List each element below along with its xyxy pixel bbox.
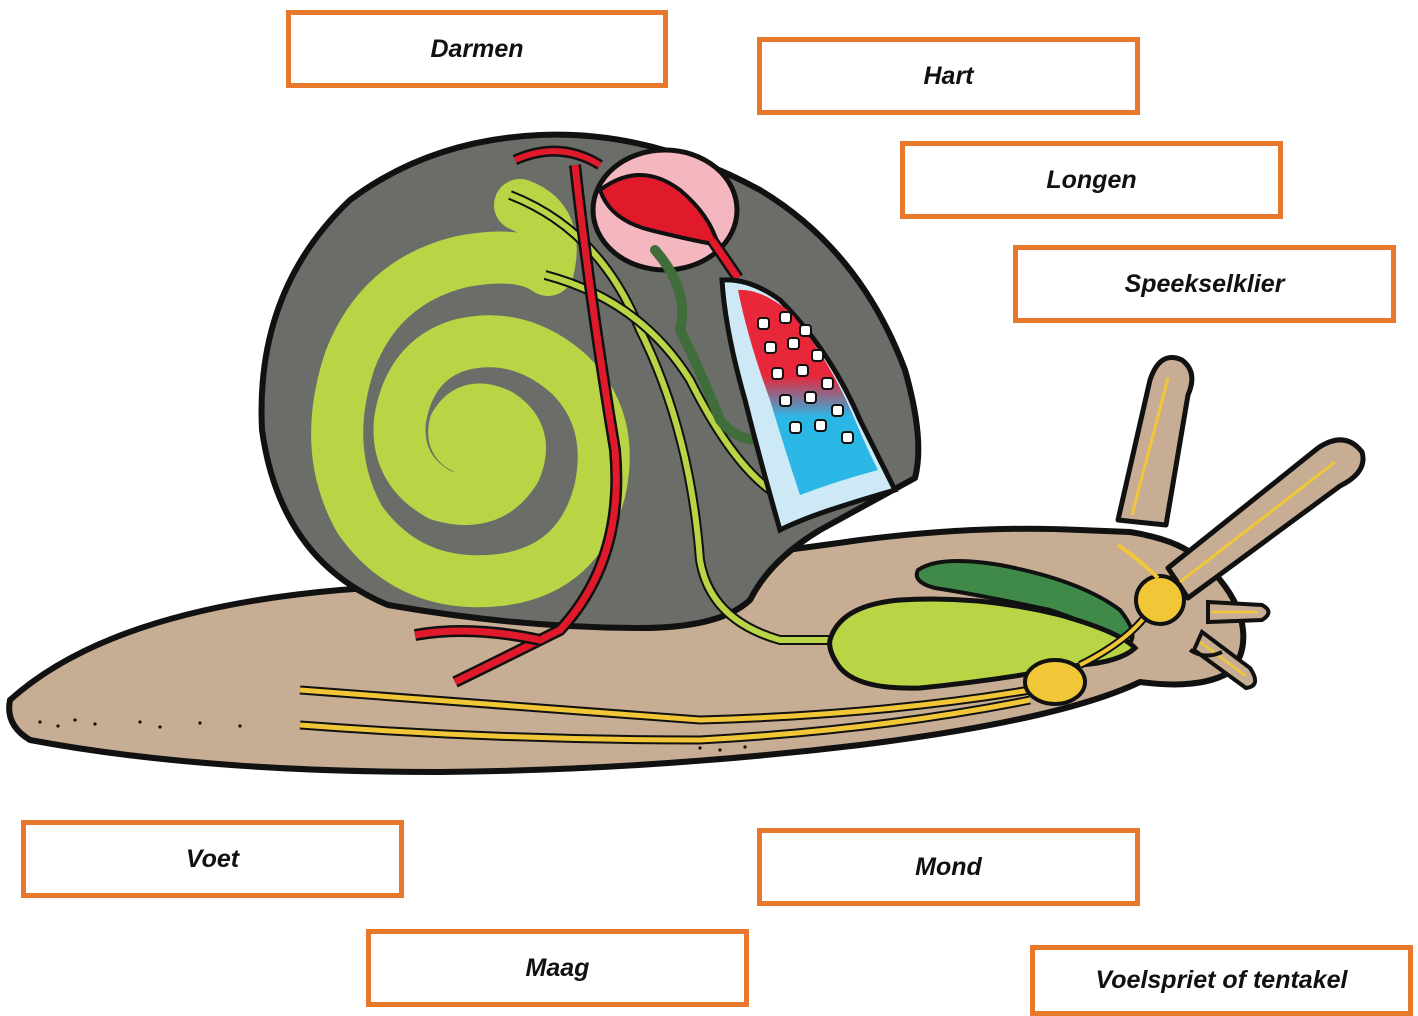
- ganglion-upper: [1136, 576, 1184, 624]
- label-mond: Mond: [757, 828, 1140, 906]
- front-tentacle: [1168, 440, 1363, 598]
- label-voelspriet: Voelspriet of tentakel: [1030, 945, 1413, 1016]
- label-voet: Voet: [21, 820, 404, 898]
- label-speekselklier: Speekselklier: [1013, 245, 1396, 323]
- label-longen: Longen: [900, 141, 1283, 219]
- label-maag: Maag: [366, 929, 749, 1007]
- ganglion-lower: [1025, 660, 1085, 704]
- label-darmen: Darmen: [286, 10, 668, 88]
- label-hart: Hart: [757, 37, 1140, 115]
- upper-tentacle: [1118, 358, 1192, 526]
